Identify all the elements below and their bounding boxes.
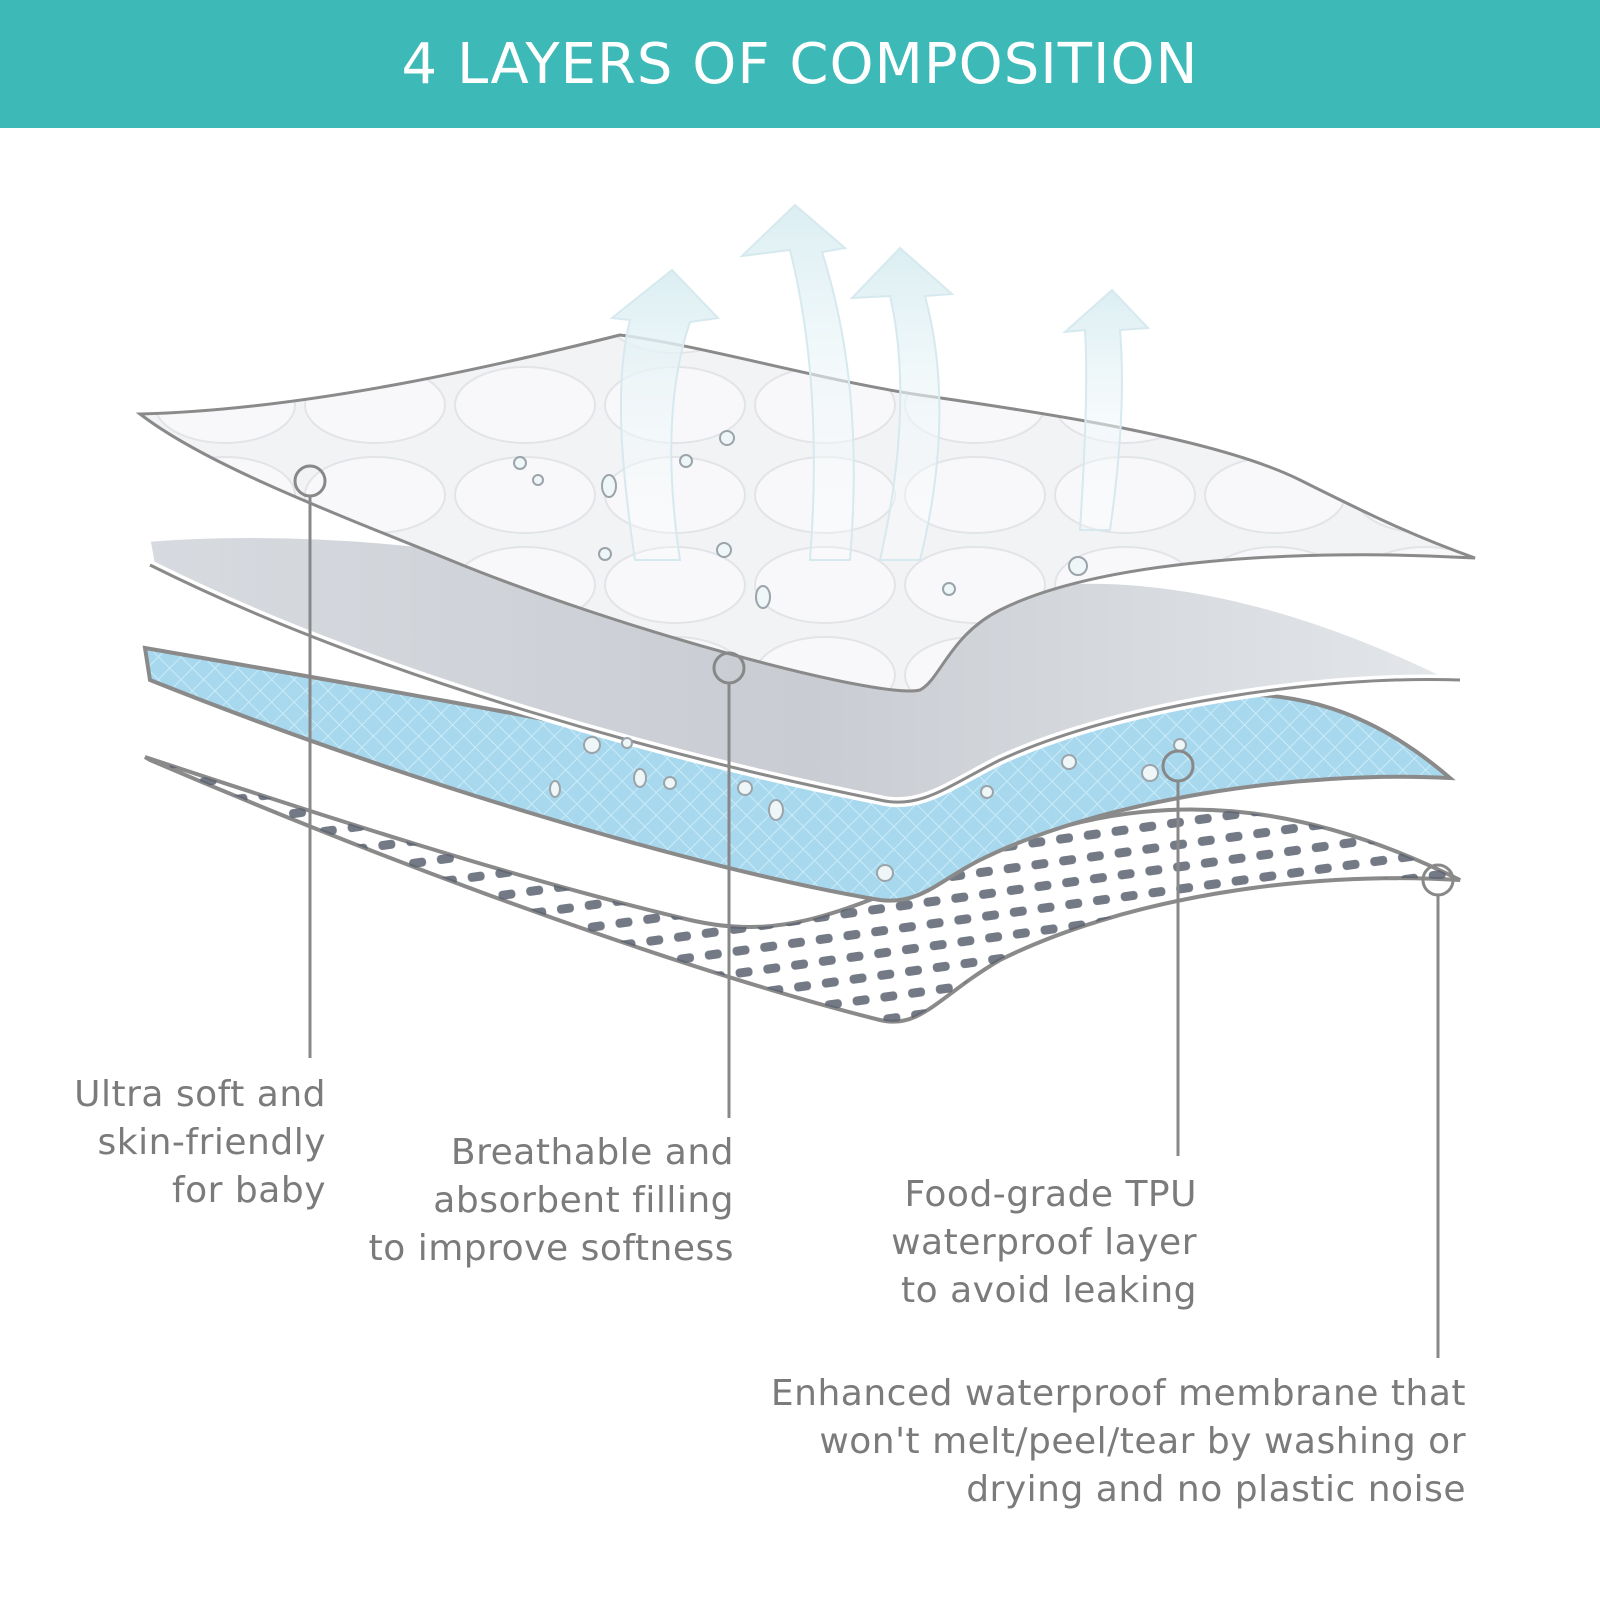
droplet-icon: [876, 864, 894, 882]
caption-line: to avoid leaking: [901, 1270, 1197, 1311]
arrow-icon: [1062, 288, 1151, 531]
droplet-icon: [737, 780, 753, 796]
caption-line: drying and no plastic noise: [966, 1469, 1466, 1510]
caption-layer-2: Breathable and absorbent filling to impr…: [369, 1129, 734, 1273]
droplet-icon: [663, 776, 677, 790]
droplet-icon: [549, 780, 561, 798]
caption-line: Food-grade TPU: [904, 1174, 1197, 1215]
caption-line: to improve softness: [368, 1228, 734, 1269]
droplet-icon: [1141, 764, 1159, 782]
caption-line: won't melt/peel/tear by washing or: [819, 1421, 1466, 1462]
droplet-icon: [1068, 556, 1088, 576]
droplet-icon: [633, 768, 647, 788]
arrow-icon: [609, 268, 721, 561]
droplet-icon: [679, 454, 693, 468]
header-banner: 4 LAYERS OF COMPOSITION: [0, 0, 1600, 128]
leader-lines: [293, 464, 1455, 1358]
droplet-icon: [532, 474, 544, 486]
droplet-icon: [1061, 754, 1077, 770]
caption-line: waterproof layer: [891, 1222, 1197, 1263]
droplet-icon: [942, 582, 956, 596]
caption-line: Ultra soft and: [74, 1074, 326, 1115]
droplet-icon: [513, 456, 527, 470]
droplet-icon: [716, 542, 732, 558]
caption-line: Breathable and: [450, 1132, 734, 1173]
droplet-icon: [583, 736, 601, 754]
caption-line: Enhanced waterproof membrane that: [770, 1373, 1466, 1414]
droplet-icon: [719, 430, 735, 446]
caption-layer-3: Food-grade TPU waterproof layer to avoid…: [891, 1171, 1197, 1315]
arrow-icon: [849, 246, 955, 561]
droplet-icon: [755, 585, 771, 609]
droplet-icon: [621, 737, 633, 749]
breathability-arrows: [609, 203, 1151, 561]
droplet-icon: [768, 799, 784, 821]
caption-line: skin-friendly: [97, 1122, 326, 1163]
water-droplets: [513, 430, 1187, 882]
droplet-icon: [598, 547, 612, 561]
droplet-icon: [601, 474, 617, 498]
droplet-icon: [1173, 738, 1187, 752]
caption-line: absorbent filling: [433, 1180, 734, 1221]
droplet-icon: [980, 785, 994, 799]
caption-layer-4: Enhanced waterproof membrane that won't …: [771, 1370, 1466, 1514]
page-title: 4 LAYERS OF COMPOSITION: [401, 31, 1199, 97]
arrow-icon: [739, 203, 855, 561]
caption-layer-1: Ultra soft and skin-friendly for baby: [74, 1071, 326, 1215]
caption-line: for baby: [171, 1170, 326, 1211]
membrane-layer: [143, 755, 1461, 1024]
